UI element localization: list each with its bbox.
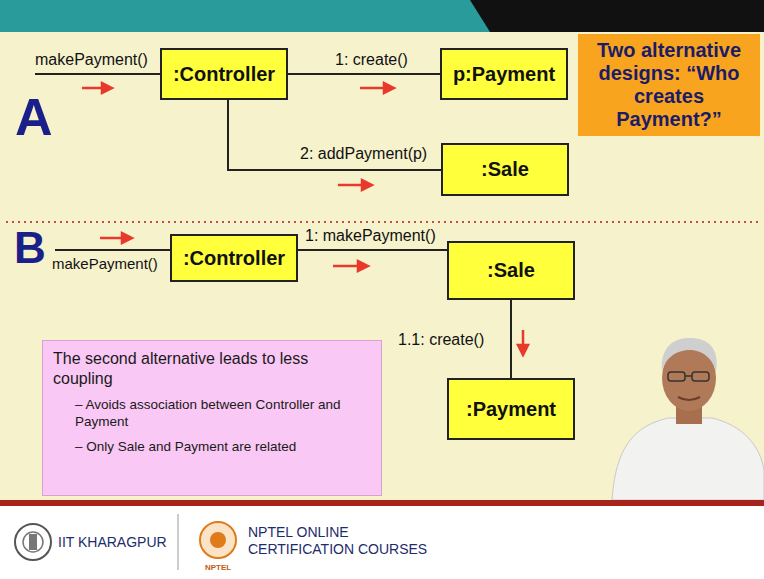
- incoming-message-line: [35, 73, 160, 75]
- message-label: 1: makePayment(): [305, 226, 436, 245]
- section-divider: [6, 221, 758, 223]
- object-box: :Payment: [447, 378, 575, 440]
- top-corner: [470, 0, 764, 32]
- node-text: p:Payment: [453, 63, 555, 86]
- footer-rule: [0, 500, 764, 506]
- node-text: :Sale: [481, 158, 529, 181]
- footer-text: NPTEL: [205, 563, 231, 573]
- incoming-message-line: [55, 249, 170, 251]
- note-bullet: – Avoids association between Controller …: [53, 397, 371, 431]
- node-text: :Controller: [183, 247, 285, 270]
- message-label: 1.1: create(): [398, 330, 484, 349]
- section-letter: A: [15, 86, 53, 148]
- node-text: :Payment: [466, 398, 556, 421]
- node-text: Two alternative designs: “Who creates Pa…: [584, 39, 754, 131]
- node-text: :Sale: [487, 259, 535, 282]
- object-box: :Controller: [170, 234, 298, 282]
- object-box: :Sale: [447, 241, 575, 300]
- message-label: makePayment(): [52, 255, 158, 273]
- note-bullet: – Only Sale and Payment are related: [53, 439, 371, 456]
- message-link: [298, 250, 447, 251]
- section-letter: B: [14, 222, 46, 275]
- footer-text: IIT KHARAGPUR: [58, 534, 167, 551]
- message-link: [511, 300, 512, 378]
- object-box: :Sale: [441, 143, 569, 196]
- note-box: The second alternative leads to less cou…: [42, 340, 382, 496]
- direction-arrows: [82, 83, 528, 355]
- node-text: :Controller: [173, 63, 275, 86]
- object-box: p:Payment: [440, 48, 568, 100]
- footer-separator: [177, 514, 179, 570]
- message-link: [228, 100, 441, 170]
- object-box: :Controller: [160, 48, 288, 100]
- callout-box: Two alternative designs: “Who creates Pa…: [578, 34, 760, 136]
- footer-text: NPTEL ONLINE CERTIFICATION COURSES: [248, 524, 428, 558]
- message-label: 1: create(): [335, 50, 408, 69]
- iit-logo: [15, 524, 51, 560]
- message-link: [288, 74, 440, 75]
- top-band: [0, 0, 764, 32]
- message-label: 2: addPayment(p): [300, 144, 427, 163]
- nptel-logo: [200, 522, 236, 558]
- presenter-photo: [612, 338, 764, 500]
- note-heading: The second alternative leads to less cou…: [53, 349, 371, 389]
- footer-band: [0, 506, 764, 579]
- message-label: makePayment(): [35, 50, 148, 69]
